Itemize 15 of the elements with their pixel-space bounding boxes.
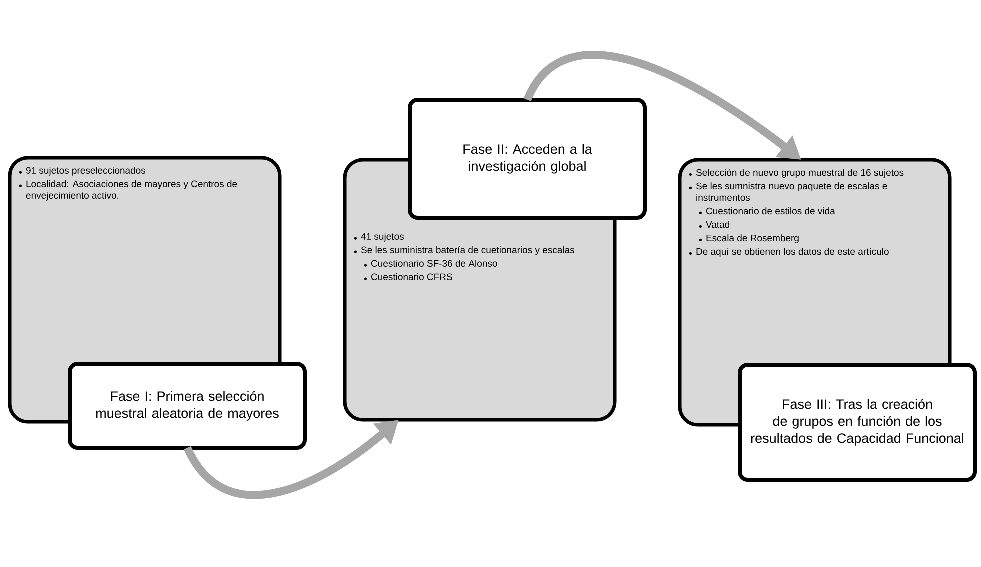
bullet-item: 91 sujetos preseleccionados [26,167,146,176]
bullet-item: 41 sujetos [361,233,404,242]
bullet-item: Localidad: Asociaciones de mayores y Centros de envejecimiento activo. [26,180,238,201]
bullet-item: Vatad [706,221,730,228]
phase-box: Fase III: Tras la creación de grupos en función de los resultados de Capacidad Funcional [738,363,978,482]
phase-box: Fase I: Primera selección muestral aleatoria de mayores [68,362,307,450]
bullet-item: Cuestionario CFRS [372,274,452,280]
bullet-item: Se les suministra batería de cuetionarios y escalas [361,246,574,256]
bullet-item: Escala de Rosemberg [706,234,799,244]
bullet-item: De aquí se obtienen los datos de este artículo [696,248,889,257]
bullet-item: Selección de nuevo grupo muestral de 16 sujetos [696,169,904,178]
bullet-item: Cuestionario SF-36 de Alonso [372,260,498,267]
bullet-item: Se les sumnistra nuevo paquete de escalas e instrumentos [696,182,888,202]
phase-box: Fase II: Acceden a la investigación global [408,98,647,220]
bullet-item: Cuestionario de estilos de vida [706,208,836,215]
